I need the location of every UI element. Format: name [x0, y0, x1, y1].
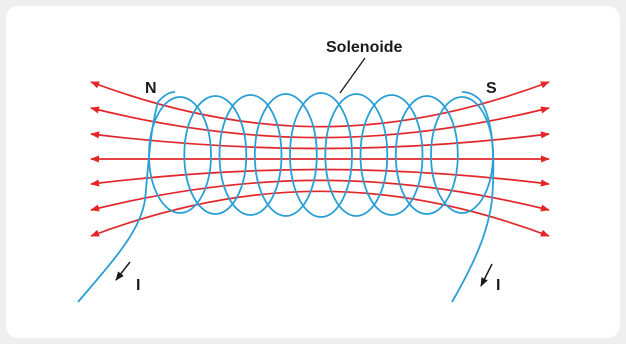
solenoid-coil	[148, 92, 494, 218]
coil-turn	[359, 94, 424, 216]
field-line-right	[319, 190, 550, 237]
coil-turn	[289, 92, 353, 218]
current-arrow-left	[115, 261, 131, 281]
current-label-left: I	[136, 277, 140, 294]
coil-turn	[218, 94, 283, 216]
diagram-card	[6, 6, 620, 338]
coil-turn	[183, 95, 248, 215]
field-line-left	[90, 131, 321, 150]
coil-turn	[324, 93, 389, 217]
coil-turn	[430, 96, 494, 214]
north-pole-label: N	[145, 80, 157, 97]
current-label-right: I	[496, 277, 500, 294]
diagram-title: Solenoide	[326, 39, 403, 56]
magnetic-field-lines	[90, 81, 550, 237]
field-line-left	[90, 81, 321, 128]
field-line-right	[319, 179, 550, 212]
current-arrow-right	[480, 263, 493, 287]
field-line-left	[90, 168, 321, 187]
coil-turn	[394, 95, 459, 215]
coil-turn	[148, 96, 212, 214]
field-line-left	[90, 190, 321, 237]
coil-turn	[253, 93, 318, 217]
title-leader-line	[339, 57, 366, 94]
lead-wire-left	[77, 91, 176, 303]
field-line-right	[319, 81, 550, 128]
south-pole-label: S	[486, 80, 497, 97]
field-line-left	[90, 179, 321, 212]
field-line-right	[319, 106, 550, 139]
lead-wire-right	[451, 91, 495, 303]
